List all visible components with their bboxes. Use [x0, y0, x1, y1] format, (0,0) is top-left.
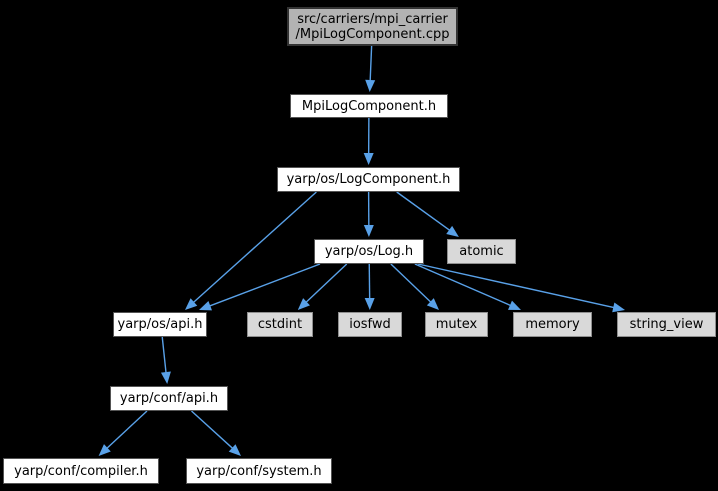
arrowhead-logcomp-log: [363, 224, 374, 237]
node-string-view: string_view: [617, 312, 716, 337]
node-atomic: atomic: [447, 239, 516, 264]
node-iosfwd: iosfwd: [338, 312, 402, 337]
arrowhead-logcomp-atomic: [446, 225, 459, 237]
arrowhead-conf_api-compiler: [98, 444, 111, 456]
arrowhead-log-iosfwd: [364, 297, 375, 310]
edge-log-mutex: [390, 263, 433, 305]
node-yarp-conf-system-h[interactable]: yarp/conf/system.h: [186, 458, 332, 484]
node-yarp-conf-api-h[interactable]: yarp/conf/api.h: [110, 386, 228, 411]
arrowhead-log-os_api: [199, 301, 212, 311]
node-yarp-os-api-h[interactable]: yarp/os/api.h: [113, 312, 207, 337]
edge-os_api-conf_api: [161, 336, 167, 376]
node-mpilogcomponent-h[interactable]: MpiLogComponent.h: [290, 94, 448, 118]
node-mutex: mutex: [425, 312, 488, 337]
edge-logcomp-atomic: [396, 191, 453, 233]
edge-cpp-mpilog: [369, 45, 373, 84]
arrowhead-conf_api-system: [228, 444, 241, 456]
node-cstdint: cstdint: [247, 312, 313, 337]
edge-log-os_api: [207, 263, 321, 308]
arrowhead-cpp-mpilog: [365, 79, 376, 92]
edge-conf_api-compiler: [104, 410, 148, 451]
node-yarp-conf-compiler-h[interactable]: yarp/conf/compiler.h: [3, 458, 159, 484]
arrowhead-log-cstdint: [297, 298, 310, 310]
node-mpilogcomponent-cpp: src/carriers/mpi_carrier /MpiLogComponen…: [287, 7, 458, 46]
arrowhead-log-string_view: [612, 302, 625, 313]
edge-logcomp-os_api: [191, 191, 317, 305]
node-yarp-os-logcomponent-h[interactable]: yarp/os/LogComponent.h: [277, 167, 460, 192]
edge-log-string_view: [417, 263, 617, 309]
node-yarp-os-log-h[interactable]: yarp/os/Log.h: [314, 239, 424, 264]
edge-log-memory: [414, 263, 514, 308]
node-memory: memory: [513, 312, 592, 337]
arrowhead-log-memory: [508, 300, 521, 310]
edge-conf_api-system: [191, 410, 235, 451]
edge-log-cstdint: [303, 263, 348, 305]
arrowhead-log-mutex: [426, 298, 439, 310]
arrowhead-os_api-conf_api: [160, 371, 171, 384]
arrowhead-logcomp-os_api: [185, 298, 198, 310]
arrowhead-mpilog-logcomp: [363, 152, 374, 165]
